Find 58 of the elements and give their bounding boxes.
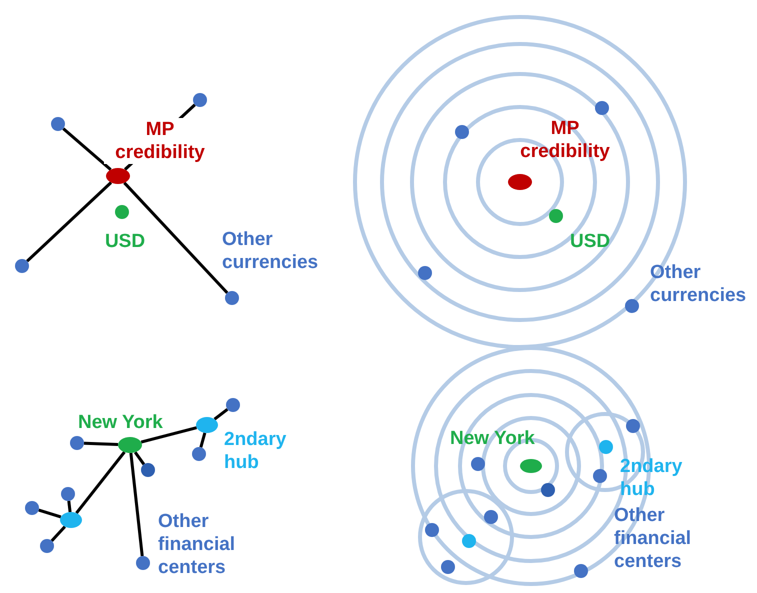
dot — [192, 447, 206, 461]
dot — [471, 457, 485, 471]
group-label: Other financial centers — [158, 510, 236, 579]
dot — [15, 259, 29, 273]
connector-line — [62, 127, 112, 171]
dot — [136, 556, 150, 570]
dot — [626, 419, 640, 433]
dot — [193, 93, 207, 107]
dot — [61, 487, 75, 501]
connector-line — [134, 451, 146, 466]
connector-line — [75, 451, 126, 514]
dot — [25, 501, 39, 515]
dot — [595, 101, 609, 115]
dot — [520, 459, 542, 473]
connector-line — [67, 500, 72, 512]
dot — [455, 125, 469, 139]
dot — [625, 299, 639, 313]
dot — [118, 437, 142, 453]
node-caption: New York — [450, 427, 536, 450]
connector-line — [84, 442, 118, 446]
dot — [225, 291, 239, 305]
node-caption: 2ndary hub — [620, 455, 680, 501]
dot — [70, 436, 84, 450]
dot — [599, 440, 613, 454]
dot — [574, 564, 588, 578]
node-caption: New York — [78, 411, 164, 434]
dot — [141, 463, 155, 477]
dot — [40, 539, 54, 553]
connector-line — [199, 432, 206, 448]
dot — [541, 483, 555, 497]
dot — [508, 174, 532, 190]
dot — [462, 534, 476, 548]
node-caption: 2ndary hub — [224, 428, 284, 474]
dot — [441, 560, 455, 574]
dot — [60, 512, 82, 528]
dot — [196, 417, 218, 433]
dot — [418, 266, 432, 280]
connector-line — [140, 426, 198, 444]
group-label: Other currencies — [222, 228, 320, 274]
dot — [51, 117, 65, 131]
node-caption: MP credibility — [519, 117, 611, 163]
node-caption: USD — [570, 230, 612, 253]
connector-line — [129, 452, 144, 556]
dot — [226, 398, 240, 412]
dot — [593, 469, 607, 483]
dot — [549, 209, 563, 223]
connector-line — [214, 408, 228, 420]
connector-line — [50, 526, 66, 542]
dot — [106, 168, 130, 184]
connector-line — [123, 182, 228, 294]
dot — [484, 510, 498, 524]
node-caption: USD — [104, 230, 146, 253]
dot — [115, 205, 129, 219]
group-label: Other currencies — [650, 261, 748, 307]
dot — [425, 523, 439, 537]
connector-line — [26, 181, 112, 262]
connector-line — [38, 508, 62, 518]
group-label: Other financial centers — [614, 504, 692, 573]
